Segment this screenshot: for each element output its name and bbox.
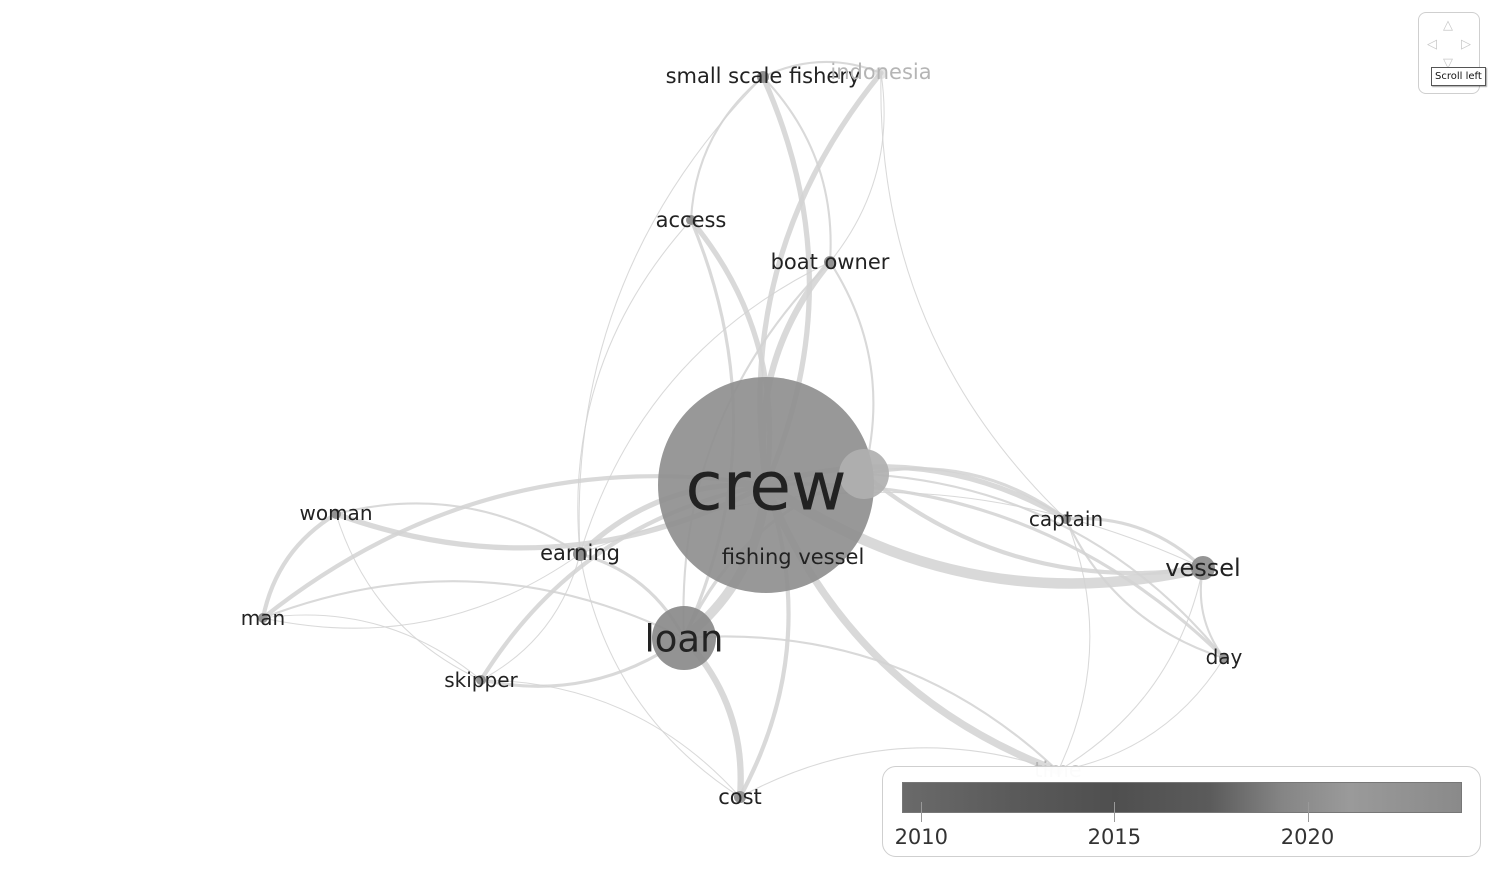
- link-captain-time: [1057, 518, 1091, 772]
- node-label-skipper[interactable]: skipper: [444, 668, 518, 692]
- legend-gradient-bar: [902, 782, 1462, 813]
- node-captain[interactable]: [1061, 514, 1071, 524]
- node-skipper[interactable]: [476, 675, 486, 685]
- node-boat-owner[interactable]: [824, 256, 836, 268]
- node-earning[interactable]: [573, 547, 587, 561]
- link-small_scale_fishery-indonesia: [761, 60, 883, 79]
- link-man-earning: [262, 553, 581, 629]
- scroll-left-icon[interactable]: ◁: [1427, 37, 1437, 52]
- link-small_scale_fishery-earning: [578, 76, 764, 555]
- node-cost[interactable]: [734, 791, 746, 803]
- node-label-small-scale-fishery[interactable]: small scale fishery: [666, 64, 861, 88]
- link-captain-day: [1064, 517, 1226, 660]
- node-label-fishing-vessel[interactable]: fishing vessel: [722, 545, 865, 569]
- link-fishing_vessel-day: [862, 472, 1226, 660]
- node-label-vessel[interactable]: vessel: [1165, 554, 1240, 582]
- node-man[interactable]: [258, 613, 268, 623]
- link-fishing_vessel-captain: [862, 467, 1068, 521]
- legend-tick-2010: [921, 802, 923, 822]
- link-captain-vessel: [1064, 516, 1205, 570]
- link-fishing_vessel-vessel: [861, 471, 1206, 576]
- node-indonesia[interactable]: [875, 67, 887, 79]
- color-legend: 2010 2015 2020: [882, 766, 1481, 857]
- link-indonesia-captain: [880, 72, 1067, 520]
- node-day[interactable]: [1219, 653, 1229, 663]
- link-small_scale_fishery-boat_owner: [761, 75, 832, 264]
- link-day-time: [1057, 657, 1225, 772]
- scroll-up-icon[interactable]: △: [1443, 18, 1453, 33]
- node-label-captain[interactable]: captain: [1029, 507, 1103, 531]
- link-woman-earning: [334, 502, 582, 556]
- node-label-woman[interactable]: woman: [299, 501, 372, 525]
- scroll-down-icon[interactable]: ▽: [1443, 56, 1453, 71]
- link-vessel-time: [1057, 567, 1204, 772]
- link-loan-time: [682, 635, 1060, 773]
- node-fishing-vessel[interactable]: [839, 449, 889, 499]
- link-cost-time: [739, 747, 1059, 798]
- legend-label-2015: 2015: [1087, 825, 1142, 849]
- scroll-right-icon[interactable]: ▷: [1461, 37, 1471, 52]
- node-loan[interactable]: [652, 606, 716, 670]
- link-small_scale_fishery-access: [689, 75, 765, 222]
- node-label-indonesia[interactable]: indonesia: [830, 60, 931, 84]
- nodes-layer: [258, 67, 1229, 803]
- node-woman[interactable]: [331, 509, 341, 519]
- legend-label-2020: 2020: [1280, 825, 1335, 849]
- node-label-loan[interactable]: loan: [644, 618, 723, 661]
- node-label-man[interactable]: man: [241, 606, 285, 630]
- node-crew[interactable]: [658, 377, 874, 593]
- node-label-crew[interactable]: crew: [685, 448, 846, 527]
- node-label-boat-owner[interactable]: boat owner: [771, 250, 890, 274]
- link-indonesia-boat_owner: [829, 72, 885, 263]
- link-fishing_vessel-boat_owner: [828, 260, 875, 476]
- link-boat_owner-earning: [579, 261, 831, 555]
- node-access[interactable]: [686, 215, 696, 225]
- link-woman-skipper: [335, 513, 482, 681]
- node-label-cost[interactable]: cost: [718, 785, 762, 809]
- legend-tick-2020: [1307, 802, 1309, 822]
- link-skipper-cost: [480, 679, 741, 798]
- link-access-earning: [577, 219, 692, 555]
- legend-label-2010: 2010: [894, 825, 949, 849]
- link-loan-man: [261, 580, 686, 640]
- node-small-scale-fishery[interactable]: [757, 71, 769, 83]
- node-label-day[interactable]: day: [1206, 645, 1243, 669]
- link-earning-skipper: [480, 553, 581, 681]
- legend-tick-2015: [1114, 802, 1116, 822]
- scroll-left-tooltip: Scroll left: [1431, 67, 1486, 86]
- link-earning-cost: [579, 553, 741, 798]
- node-label-access[interactable]: access: [656, 208, 727, 232]
- link-woman-man: [260, 511, 339, 621]
- link-man-skipper: [262, 614, 482, 681]
- node-label-earning[interactable]: earning: [540, 541, 620, 565]
- node-vessel[interactable]: [1191, 556, 1215, 580]
